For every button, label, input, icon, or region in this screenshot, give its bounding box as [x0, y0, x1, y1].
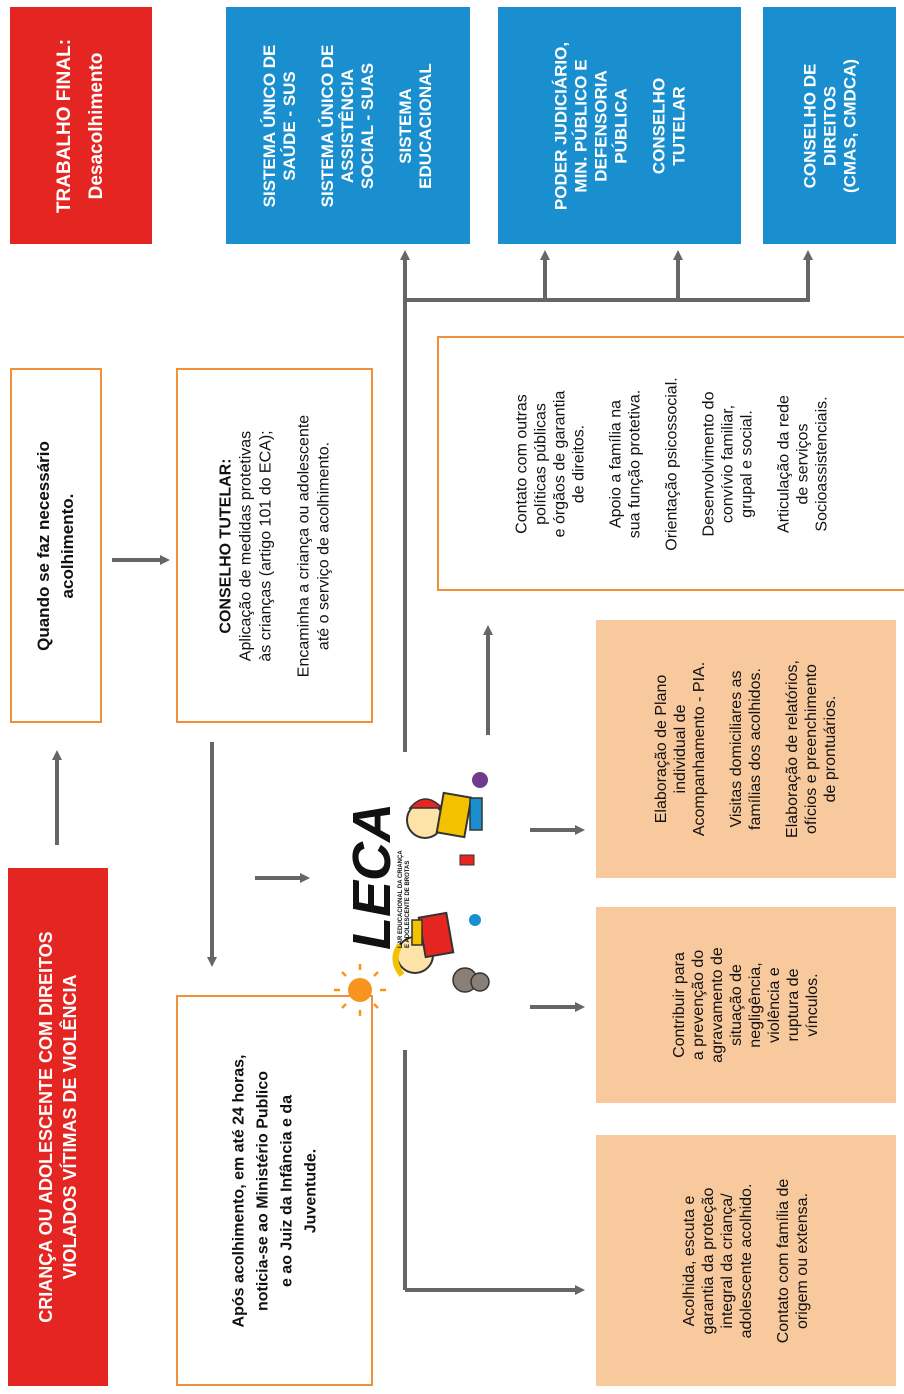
blue-line: PODER JUDICIÁRIO,	[550, 41, 570, 210]
welcome-line: integral da criança/	[719, 1192, 736, 1329]
prevent-line: negligência,	[747, 962, 764, 1048]
services-line: e órgãos de garantia	[551, 390, 568, 537]
conselho-line: às crianças (artigo 101 do ECA);	[256, 429, 274, 662]
services-line: convívio familiar,	[719, 404, 736, 523]
welcome-line: Acolhida, escuta e	[681, 1195, 698, 1326]
prevent-line: agravamento de	[709, 947, 726, 1063]
prevent-line: Contribuir para	[671, 952, 688, 1058]
when-line: Quando se faz necessário	[34, 440, 53, 651]
services-line: políticas públicas	[532, 402, 549, 525]
blue-line: CONSELHO	[648, 77, 668, 174]
prevent-line: violência e	[766, 967, 783, 1043]
welcome-line: origem ou extensa.	[794, 1192, 811, 1329]
conselho-line: Encaminha a criança ou adolescente	[294, 414, 312, 677]
when-box: Quando se faz necessário acolhimento.	[10, 368, 102, 723]
boy-figure-icon	[406, 772, 488, 866]
blue-line: ASSISTÊNCIA	[338, 68, 357, 183]
blue-line: MIN. PÚBLICO E	[570, 58, 590, 193]
services-line: Contato com outras	[513, 393, 530, 534]
prevention-box: Contribuir para a prevenção do agravamen…	[596, 907, 896, 1103]
welcome-line: Contato com família de	[775, 1178, 792, 1343]
pia-line: de prontuários.	[822, 695, 839, 803]
welcome-box: Acolhida, escuta e garantia da proteção …	[596, 1135, 896, 1386]
services-line: de direitos.	[570, 424, 587, 503]
leca-tagline-1: LAR EDUCACIONAL DA CRIANÇA	[398, 850, 404, 948]
pia-line: Elaboração de Plano	[653, 674, 670, 824]
services-line: de serviços	[794, 423, 811, 504]
services-box: Contato com outras políticas públicas e …	[437, 336, 904, 591]
start-line: CRIANÇA OU ADOLESCENTE COM DIREITOS	[36, 931, 56, 1323]
pia-line: Acompanhamento - PIA.	[691, 661, 708, 837]
prevent-line: situação de	[728, 964, 745, 1046]
header-subtitle: Desacolhimento	[86, 52, 107, 199]
blue-line: DIREITOS	[819, 85, 839, 166]
header-title-box: TRABALHO FINAL: Desacolhimento	[10, 7, 152, 244]
girl-figure-icon	[392, 911, 481, 977]
services-line: Articulação da rede	[775, 394, 792, 533]
blue-line: SISTEMA	[396, 87, 415, 164]
blue-line: TUTELAR	[668, 85, 688, 166]
services-line: grupal e social.	[738, 409, 755, 518]
blue-line: (CMAS, CMDCA)	[839, 58, 859, 193]
after-line: noticia-se ao Ministério Publico	[253, 1070, 271, 1311]
welcome-line: adolescente acolhido.	[738, 1183, 755, 1338]
blue-box-justice: PODER JUDICIÁRIO, MIN. PÚBLICO E DEFENSO…	[498, 7, 741, 244]
header-title: TRABALHO FINAL:	[54, 38, 75, 213]
services-line: sua função protetiva.	[626, 389, 643, 538]
blue-line: SISTEMA ÚNICO DE	[318, 44, 337, 207]
welcome-line: garantia da proteção	[700, 1187, 717, 1334]
services-line: Orientação psicossocial.	[663, 376, 680, 551]
blue-box-council: CONSELHO DE DIREITOS (CMAS, CMDCA)	[763, 7, 896, 244]
blue-line: DEFENSORIA	[590, 69, 610, 182]
after-acolhimento-box: Após acolhimento, em até 24 horas, notic…	[176, 995, 373, 1386]
services-line: Socioassistenciais.	[813, 395, 830, 532]
start-line: VIOLADOS VÍTIMAS DE VIOLÊNCIA	[60, 974, 80, 1280]
teddy-bear-icon	[452, 967, 490, 993]
leca-logo-graphic: LECA LAR EDUCACIONAL DA CRIANÇA E ADOLES…	[334, 772, 490, 1016]
blue-line: CONSELHO DE	[799, 63, 819, 188]
leca-wordmark: LECA LAR EDUCACIONAL DA CRIANÇA E ADOLES…	[342, 803, 411, 950]
pia-box: Elaboração de Plano individual de Acompa…	[596, 620, 896, 878]
pia-line: Visitas domiciliares as	[728, 670, 745, 828]
after-line: Juventude.	[301, 1148, 319, 1233]
conselho-line: Aplicação de medidas protetivas	[236, 430, 254, 661]
blue-line: EDUCACIONAL	[416, 62, 435, 189]
conselho-line: até o serviço de acolhimento.	[314, 441, 332, 650]
sun-icon	[334, 964, 386, 1016]
pia-line: individual de	[672, 704, 689, 794]
blue-line: SOCIAL - SUAS	[358, 62, 377, 189]
conselho-tutelar-box: CONSELHO TUTELAR: Aplicação de medidas p…	[176, 368, 373, 723]
leca-wordmark-text: LECA	[342, 803, 402, 950]
start-box: CRIANÇA OU ADOLESCENTE COM DIREITOS VIOL…	[8, 868, 108, 1386]
leca-logo: LECA LAR EDUCACIONAL DA CRIANÇA E ADOLES…	[330, 760, 515, 1020]
pia-line: Elaboração de relatórios,	[784, 660, 801, 838]
when-line: acolhimento.	[58, 493, 77, 598]
after-line: Após acolhimento, em até 24 horas,	[229, 1054, 247, 1327]
prevent-line: a prevenção do	[690, 949, 707, 1061]
services-line: Desenvolvimento do	[700, 391, 717, 536]
after-line: e ao Juiz da Infância e da	[277, 1094, 295, 1287]
blue-line: SISTEMA ÚNICO DE	[260, 44, 279, 207]
blue-line: SAÚDE - SUS	[280, 70, 299, 181]
conselho-heading: CONSELHO TUTELAR:	[216, 457, 234, 634]
prevent-line: ruptura de	[785, 968, 802, 1042]
prevent-line: vínculos.	[804, 973, 821, 1037]
pia-line: ofícios e preenchimento	[803, 664, 820, 834]
pia-line: famílias dos acolhidos.	[747, 668, 764, 830]
blue-box-systems: SISTEMA ÚNICO DE SAÚDE - SUS SISTEMA ÚNI…	[226, 7, 470, 244]
blue-line: PÚBLICA	[610, 87, 630, 164]
leca-tagline-2: E ADOLESCENTE DE BROTAS	[405, 861, 411, 948]
services-line: Apoio a família na	[607, 399, 624, 528]
